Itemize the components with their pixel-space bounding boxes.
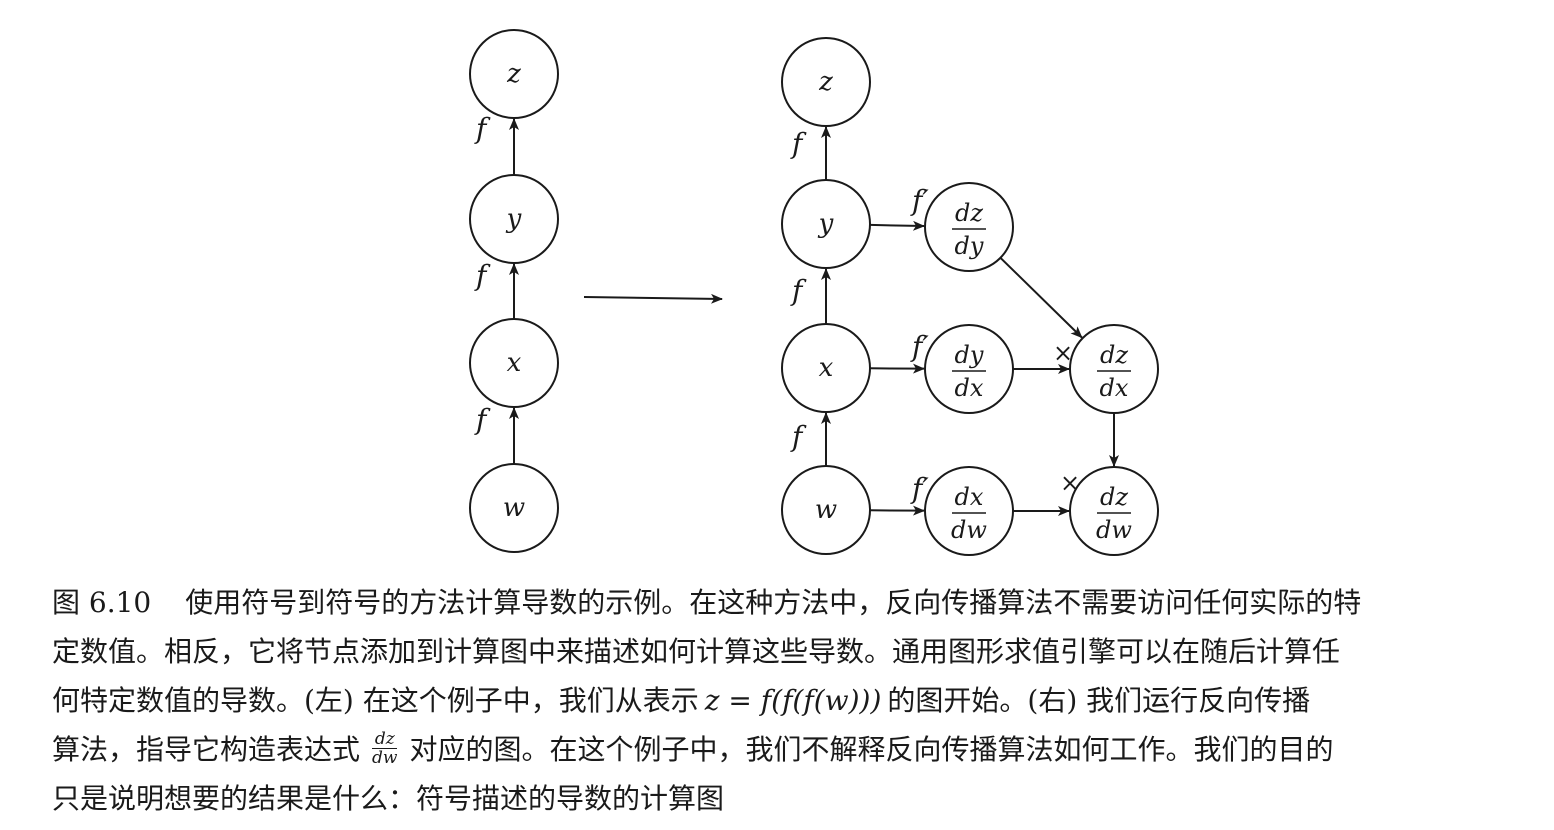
- node-R_dzdx: dz dx: [1069, 324, 1159, 414]
- node-R_dzdw: dz dw: [1069, 466, 1159, 556]
- node-label: z: [818, 67, 833, 97]
- node-circle: [781, 465, 871, 555]
- node-R_dydx: dy dx: [924, 324, 1014, 414]
- node-circle: [469, 29, 559, 119]
- caption-text-2: 定数值。相反，它将节点添加到计算图中来描述如何计算这些导数。通用图形求值引擎可以…: [52, 635, 1341, 668]
- node-label: x: [819, 353, 834, 383]
- edge-label-L_y-to-L_z: f: [474, 112, 491, 145]
- node-circle: [924, 466, 1014, 556]
- node-denominator: dw: [1096, 516, 1132, 544]
- node-R_dxdw: dx dw: [924, 466, 1014, 556]
- node-label: y: [506, 204, 522, 234]
- nodes-layer: z y x w z y x w dz dy dy dx dx dw dz dx dz dw: [469, 29, 1159, 556]
- node-label: y: [818, 209, 834, 239]
- caption-text-4a: 算法，指导它构造表达式: [52, 733, 361, 766]
- node-denominator: dy: [955, 232, 984, 260]
- node-numerator: dz: [1100, 341, 1128, 369]
- node-L_w: w: [469, 463, 559, 553]
- edge-label-R_w-to-R_x: f: [790, 420, 807, 453]
- fraction-numerator: dz: [372, 730, 398, 749]
- edge-label-R_dydx-to-R_dzdx: ×: [1053, 339, 1073, 367]
- edge-label-R_y-to-R_dzdy: f′: [910, 184, 929, 217]
- figure-number: 图 6.10: [52, 586, 152, 619]
- node-circle: [781, 323, 871, 413]
- node-denominator: dx: [1100, 374, 1129, 402]
- caption-text-1: 使用符号到符号的方法计算导数的示例。在这种方法中，反向传播算法不需要访问任何实际…: [185, 586, 1362, 619]
- node-numerator: dy: [955, 341, 984, 369]
- node-R_dzdy: dz dy: [924, 182, 1014, 272]
- node-L_x: x: [469, 318, 559, 408]
- node-R_z: z: [781, 37, 871, 127]
- node-circle: [924, 324, 1014, 414]
- transformation-arrow: [583, 293, 723, 304]
- edge-R_y-to-R_dzdy: [869, 220, 926, 231]
- node-circle: [469, 174, 559, 264]
- node-circle: [781, 37, 871, 127]
- node-L_z: z: [469, 29, 559, 119]
- caption-text-3b: 的图开始。(右) 我们运行反向传播: [887, 684, 1311, 717]
- caption-text-4b: 对应的图。在这个例子中，我们不解释反向传播算法如何工作。我们的目的: [409, 733, 1334, 766]
- node-circle: [1069, 466, 1159, 556]
- node-circle: [469, 318, 559, 408]
- node-circle: [1069, 324, 1159, 414]
- node-R_w: w: [781, 465, 871, 555]
- node-R_x: x: [781, 323, 871, 413]
- node-L_y: y: [469, 174, 559, 264]
- edge-label-L_w-to-L_x: f: [474, 403, 491, 436]
- node-numerator: dx: [955, 483, 984, 511]
- caption-text-5: 只是说明想要的结果是什么：符号描述的导数的计算图: [52, 782, 725, 815]
- node-numerator: dz: [1100, 483, 1128, 511]
- caption-line-1: 图 6.10 使用符号到符号的方法计算导数的示例。在这种方法中，反向传播算法不需要…: [52, 578, 1552, 627]
- edge-label-R_y-to-R_z: f: [790, 127, 807, 160]
- node-circle: [781, 179, 871, 269]
- edge-R_dzdy-to-R_dzdx: [999, 257, 1083, 339]
- node-circle: [924, 182, 1014, 272]
- fraction-denominator: dw: [372, 748, 398, 768]
- edge-label-R_x-to-R_dydx: f′: [910, 330, 929, 363]
- node-numerator: dz: [955, 199, 983, 227]
- node-label: z: [506, 59, 521, 89]
- node-label: w: [503, 493, 525, 523]
- edge-label-R_x-to-R_y: f: [790, 274, 807, 307]
- caption-line-2: 定数值。相反，它将节点添加到计算图中来描述如何计算这些导数。通用图形求值引擎可以…: [52, 627, 1552, 676]
- caption-formula: z = f(f(f(w))): [704, 684, 882, 717]
- node-label: w: [815, 495, 837, 525]
- edge-label-R_w-to-R_dxdw: f′: [910, 472, 929, 505]
- caption-text-3a: 何特定数值的导数。(左) 在这个例子中，我们从表示: [52, 684, 699, 717]
- caption-line-5: 只是说明想要的结果是什么：符号描述的导数的计算图: [52, 774, 1552, 823]
- edge-label-L_x-to-L_y: f: [474, 259, 491, 292]
- node-denominator: dx: [955, 374, 984, 402]
- node-R_y: y: [781, 179, 871, 269]
- node-circle: [469, 463, 559, 553]
- figure-caption: 图 6.10 使用符号到符号的方法计算导数的示例。在这种方法中，反向传播算法不需要…: [52, 578, 1552, 823]
- node-denominator: dw: [951, 516, 987, 544]
- node-label: x: [507, 348, 522, 378]
